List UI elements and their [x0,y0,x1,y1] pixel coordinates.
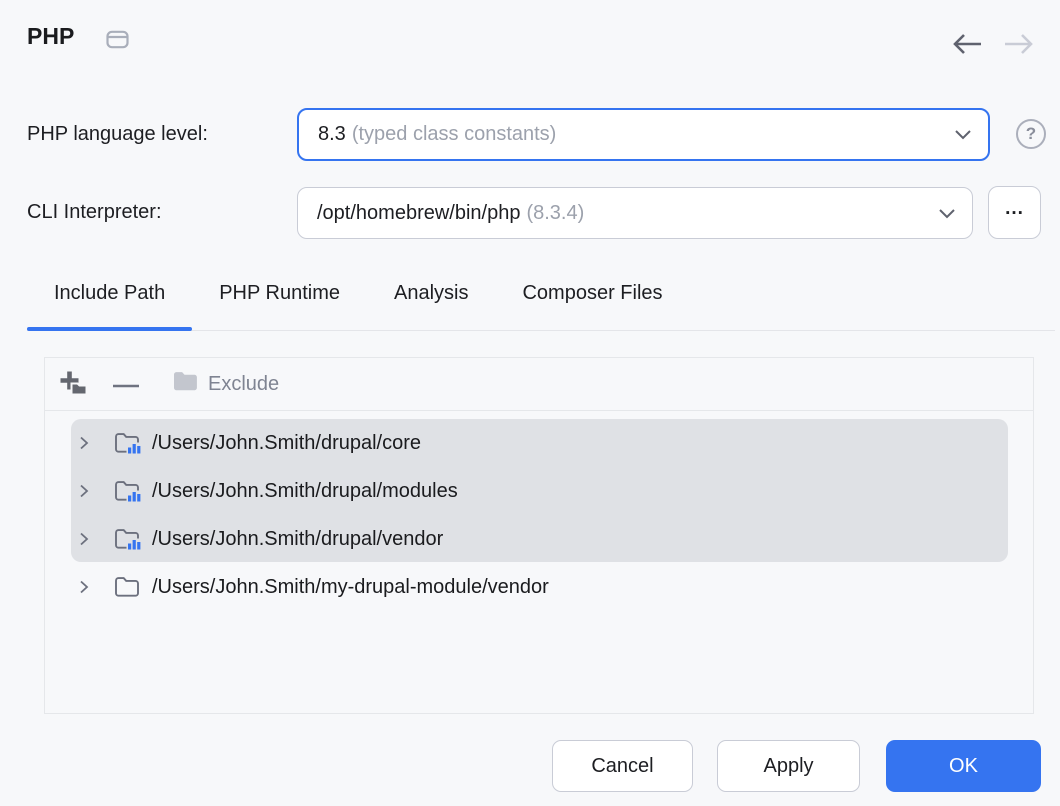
include-path-folder-icon [112,429,143,457]
exclude-label: Exclude [208,372,280,395]
language-level-select[interactable]: 8.3 (typed class constants) [297,108,990,161]
include-path-row[interactable]: /Users/John.Smith/my-drupal-module/vendo… [45,563,1033,611]
include-path-text: /Users/John.Smith/my-drupal-module/vendo… [152,575,549,598]
tab-composer-files[interactable]: Composer Files [522,281,663,304]
arrow-right-icon [1001,34,1037,61]
chevron-down-icon [938,208,956,219]
include-path-folder-icon [112,525,143,553]
language-level-value: 8.3 [318,123,346,145]
expand-chevron-icon[interactable] [79,579,91,595]
cli-interpreter-label: CLI Interpreter: [27,201,162,223]
cli-interpreter-annotation: (8.3.4) [526,201,585,224]
expand-chevron-icon[interactable] [79,435,91,451]
include-path-text: /Users/John.Smith/drupal/vendor [152,527,444,550]
question-mark-icon: ? [1025,124,1037,143]
include-path-row[interactable]: /Users/John.Smith/drupal/core [45,419,1033,467]
settings-tabs: Include Path PHP Runtime Analysis Compos… [27,270,690,331]
page-title: PHP [27,23,75,49]
tabs-separator [27,330,1055,331]
include-path-row[interactable]: /Users/John.Smith/drupal/vendor [45,515,1033,563]
selection-highlight [71,419,1008,562]
arrow-left-icon [949,34,985,61]
tab-php-runtime[interactable]: PHP Runtime [219,281,340,304]
back-button[interactable] [948,30,986,60]
ok-button[interactable]: OK [886,740,1041,792]
ellipsis-label: ... [1005,197,1024,219]
cli-interpreter-select[interactable]: /opt/homebrew/bin/php (8.3.4) [297,187,973,239]
include-path-text: /Users/John.Smith/drupal/core [152,431,422,454]
remove-include-path-button[interactable] [112,377,140,392]
folder-icon [172,369,199,399]
browse-interpreters-button[interactable]: ... [988,186,1041,239]
apply-button[interactable]: Apply [717,740,860,792]
forward-button[interactable] [1000,30,1038,60]
tab-analysis[interactable]: Analysis [394,281,469,304]
language-level-annotation: (typed class constants) [351,123,557,145]
include-path-text: /Users/John.Smith/drupal/modules [152,479,458,502]
include-path-list: /Users/John.Smith/drupal/core /Users/Joh… [45,411,1033,713]
add-folder-icon [58,369,88,400]
expand-chevron-icon[interactable] [79,531,91,547]
cli-interpreter-value: /opt/homebrew/bin/php [317,201,521,224]
include-path-toolbar: Exclude [45,358,1033,411]
frame-icon [106,30,129,54]
include-path-row[interactable]: /Users/John.Smith/drupal/modules [45,467,1033,515]
exclude-button[interactable]: Exclude [172,369,279,399]
tab-include-path[interactable]: Include Path [27,270,193,331]
folder-icon [112,573,143,601]
cancel-button[interactable]: Cancel [552,740,693,792]
language-level-label: PHP language level: [27,123,208,145]
add-include-path-button[interactable] [58,369,88,400]
chevron-down-icon [954,129,972,140]
remove-icon [112,377,140,392]
include-path-folder-icon [112,477,143,505]
expand-chevron-icon[interactable] [79,483,91,499]
help-button[interactable]: ? [1016,119,1046,149]
include-path-panel: Exclude /Users/John.Smith [44,357,1034,714]
